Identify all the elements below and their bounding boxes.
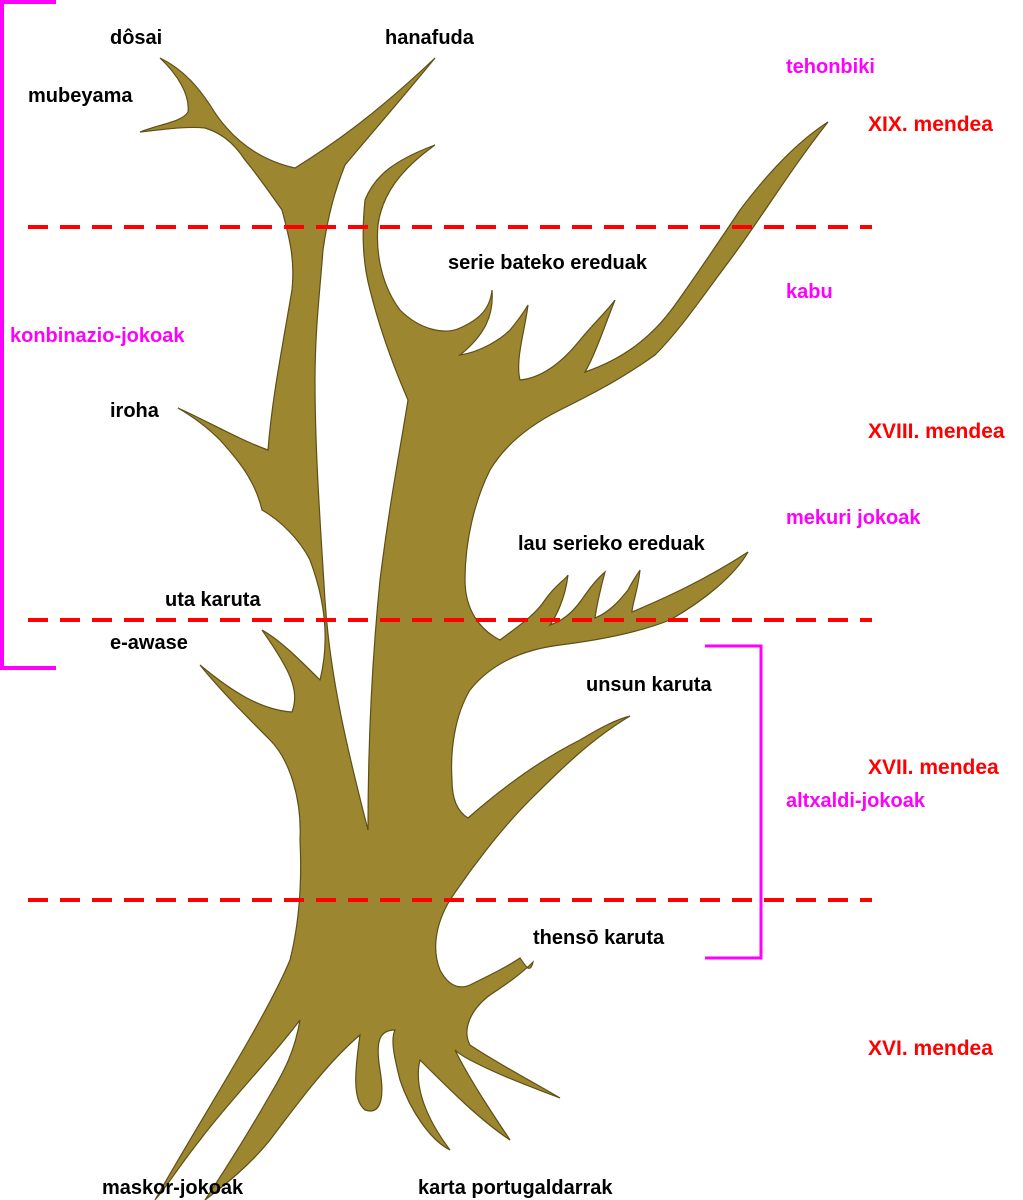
label-lau-serieko-ereduak: lau serieko ereduak <box>518 533 706 555</box>
evolution-tree <box>139 57 829 1200</box>
century-labels: XIX. mendea XVIII. mendea XVII. mendea X… <box>868 113 1005 1060</box>
label-century-xvi: XVI. mendea <box>868 1037 993 1060</box>
label-maskor-jokoak: maskor-jokoak <box>102 1177 244 1199</box>
label-kabu: kabu <box>786 281 833 303</box>
label-unsun-karuta: unsun karuta <box>586 674 712 696</box>
label-hanafuda: hanafuda <box>385 27 475 49</box>
label-altxaldi-jokoak: altxaldi-jokoak <box>786 790 926 812</box>
label-mubeyama: mubeyama <box>28 85 133 107</box>
label-tenso-karuta: thensō karuta <box>533 927 665 949</box>
label-tehonbiki: tehonbiki <box>786 56 875 78</box>
century-dividers <box>28 225 872 902</box>
label-century-xvii: XVII. mendea <box>868 756 999 779</box>
label-e-awase: e-awase <box>110 632 188 654</box>
label-century-xviii: XVIII. mendea <box>868 420 1005 443</box>
branch-labels: dôsai hanafuda mubeyama serie bateko ere… <box>28 27 712 1199</box>
label-iroha: iroha <box>110 400 160 422</box>
label-mekuri-jokoak: mekuri jokoak <box>786 507 921 529</box>
label-dosai: dôsai <box>110 27 162 49</box>
label-konbinazio-jokoak: konbinazio-jokoak <box>10 325 185 347</box>
bracket-altxaldi-jokoak <box>705 644 763 960</box>
tree-trunk <box>139 57 829 1200</box>
label-uta-karuta: uta karuta <box>165 589 261 611</box>
label-serie-bateko-ereduak: serie bateko ereduak <box>448 252 648 274</box>
category-brackets <box>0 0 763 960</box>
category-labels: tehonbiki kabu konbinazio-jokoak mekuri … <box>10 56 926 812</box>
label-century-xix: XIX. mendea <box>868 113 993 136</box>
bracket-konbinazio-jokoak <box>0 0 56 670</box>
label-karta-portugaldarrak: karta portugaldarrak <box>418 1177 613 1199</box>
